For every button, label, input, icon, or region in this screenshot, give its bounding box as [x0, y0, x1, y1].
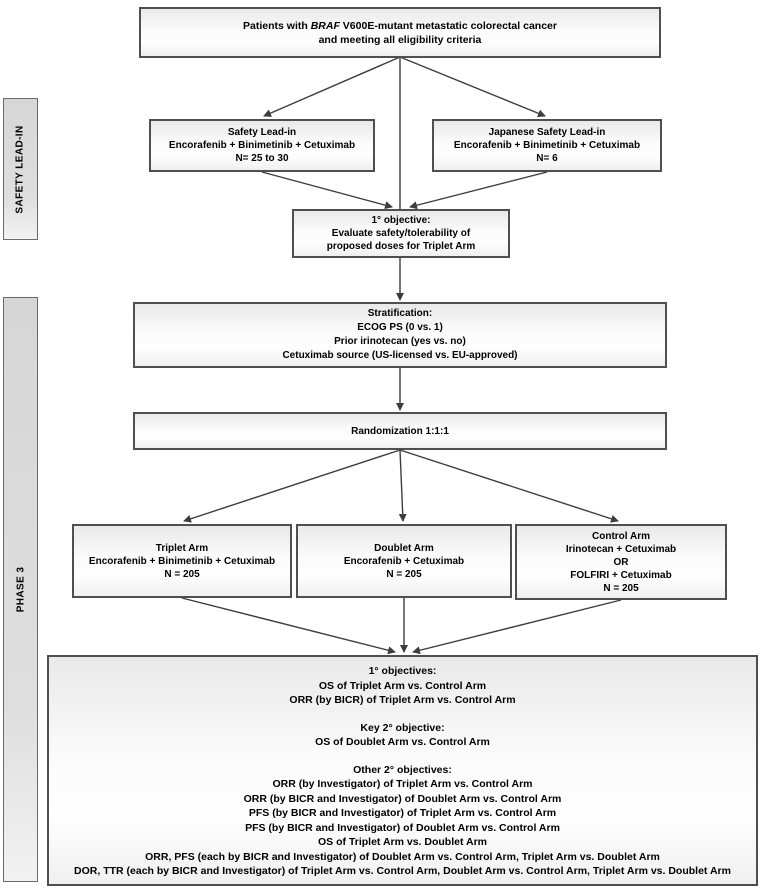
- randomization-label: Randomization 1:1:1: [351, 425, 449, 437]
- other-secondary-item: ORR (by BICR and Investigator) of Double…: [243, 792, 562, 805]
- lead-in-objective-line: Evaluate safety/tolerability of: [331, 228, 471, 239]
- key-secondary-item: OS of Doublet Arm vs. Control Arm: [315, 736, 490, 748]
- triplet-arm-line: N = 205: [164, 568, 200, 580]
- eligibility-line-1: Patients with BRAF V600E-mutant metastat…: [141, 19, 659, 33]
- stratification-box: Stratification: ECOG PS (0 vs. 1) Prior ir…: [133, 302, 667, 368]
- primary-objectives-header: 1° objectives:: [368, 665, 437, 677]
- control-arm-line: Control Arm: [592, 530, 650, 542]
- safety-lead-in-box-line: Safety Lead-in: [227, 127, 297, 138]
- control-arm-line: N = 205: [603, 582, 639, 594]
- stratification-line: ECOG PS (0 vs. 1): [357, 322, 443, 333]
- randomization-box: Randomization 1:1:1: [133, 412, 667, 450]
- other-secondary-item: PFS (by BICR and Investigator) of Triple…: [248, 807, 557, 819]
- other-secondary-item: DOR, TTR (each by BICR and Investigator)…: [74, 865, 731, 877]
- japanese-safety-lead-in-box-line: Encorafenib + Binimetinib + Cetuximab: [453, 140, 641, 151]
- triplet-arm-line: Encorafenib + Binimetinib + Cetuximab: [88, 555, 276, 567]
- eligibility-box: Patients with BRAF V600E-mutant metastat…: [139, 7, 661, 58]
- stratification-line: Cetuximab source (US-licensed vs. EU-app…: [282, 350, 518, 361]
- other-secondary-header: Other 2° objectives:: [353, 763, 452, 776]
- safety-lead-in-label-text: SAFETY LEAD-IN: [15, 124, 27, 214]
- lead-in-objective-line: 1° objective:: [371, 215, 431, 226]
- lead-in-objective-line: proposed doses for Triplet Arm: [326, 241, 476, 252]
- stratification-line: Prior irinotecan (yes vs. no): [334, 336, 466, 347]
- lead-in-primary-objective-box: 1° objective: Evaluate safety/tolerabilit…: [292, 209, 510, 258]
- japanese-safety-lead-in-box-line: N= 6: [536, 153, 558, 164]
- eligibility-prefix: Patients with: [243, 19, 311, 32]
- key-secondary-list: OS of Doublet Arm vs. Control Arm: [49, 735, 756, 750]
- phase3-objectives-box: 1° objectives: OS of Triplet Arm vs. Con…: [47, 655, 758, 886]
- other-secondary-item: OS of Triplet Arm vs. Doublet Arm: [318, 836, 487, 848]
- primary-objectives-section: 1° objectives: OS of Triplet Arm vs. Con…: [49, 664, 756, 708]
- phase-3-label-text: PHASE 3: [15, 566, 26, 613]
- eligibility-suffix: V600E-mutant metastatic colorectal cance…: [339, 19, 557, 32]
- doublet-arm-line: Encorafenib + Cetuximab: [343, 555, 465, 567]
- safety-lead-in-section-label: SAFETY LEAD-IN: [3, 98, 38, 240]
- phase-3-section-label: PHASE 3: [3, 297, 38, 882]
- other-secondary-item: ORR, PFS (each by BICR and Investigator)…: [145, 850, 660, 863]
- primary-objective-item: ORR (by BICR) of Triplet Arm vs. Control…: [289, 694, 516, 706]
- triplet-arm-line: Triplet Arm: [155, 542, 209, 554]
- key-secondary-objective-section: Key 2° objective: OS of Doublet Arm vs. …: [49, 721, 756, 750]
- other-secondary-list: ORR (by Investigator) of Triplet Arm vs.…: [49, 777, 756, 879]
- safety-lead-in-box-line: N= 25 to 30: [235, 153, 289, 164]
- safety-lead-in-box-line: Encorafenib + Binimetinib + Cetuximab: [168, 140, 356, 151]
- doublet-arm-line: N = 205: [386, 568, 422, 580]
- doublet-arm-line: Doublet Arm: [374, 542, 434, 554]
- gene-name: BRAF: [310, 19, 340, 32]
- other-secondary-item: ORR (by Investigator) of Triplet Arm vs.…: [272, 778, 533, 790]
- stratification-line: Stratification:: [367, 308, 433, 319]
- control-arm-line: Irinotecan + Cetuximab: [565, 543, 677, 555]
- key-secondary-header: Key 2° objective:: [360, 721, 445, 734]
- control-arm-line: FOLFIRI + Cetuximab: [570, 569, 672, 581]
- control-arm-line: OR: [613, 556, 629, 568]
- japanese-safety-lead-in-box-line: Japanese Safety Lead-in: [488, 127, 606, 138]
- other-secondary-item: PFS (by BICR and Investigator) of Double…: [245, 821, 560, 834]
- eligibility-line-2: and meeting all eligibility criteria: [318, 33, 482, 46]
- primary-objective-item: OS of Triplet Arm vs. Control Arm: [318, 679, 487, 692]
- other-secondary-objectives-section: Other 2° objectives: ORR (by Investigato…: [49, 763, 756, 879]
